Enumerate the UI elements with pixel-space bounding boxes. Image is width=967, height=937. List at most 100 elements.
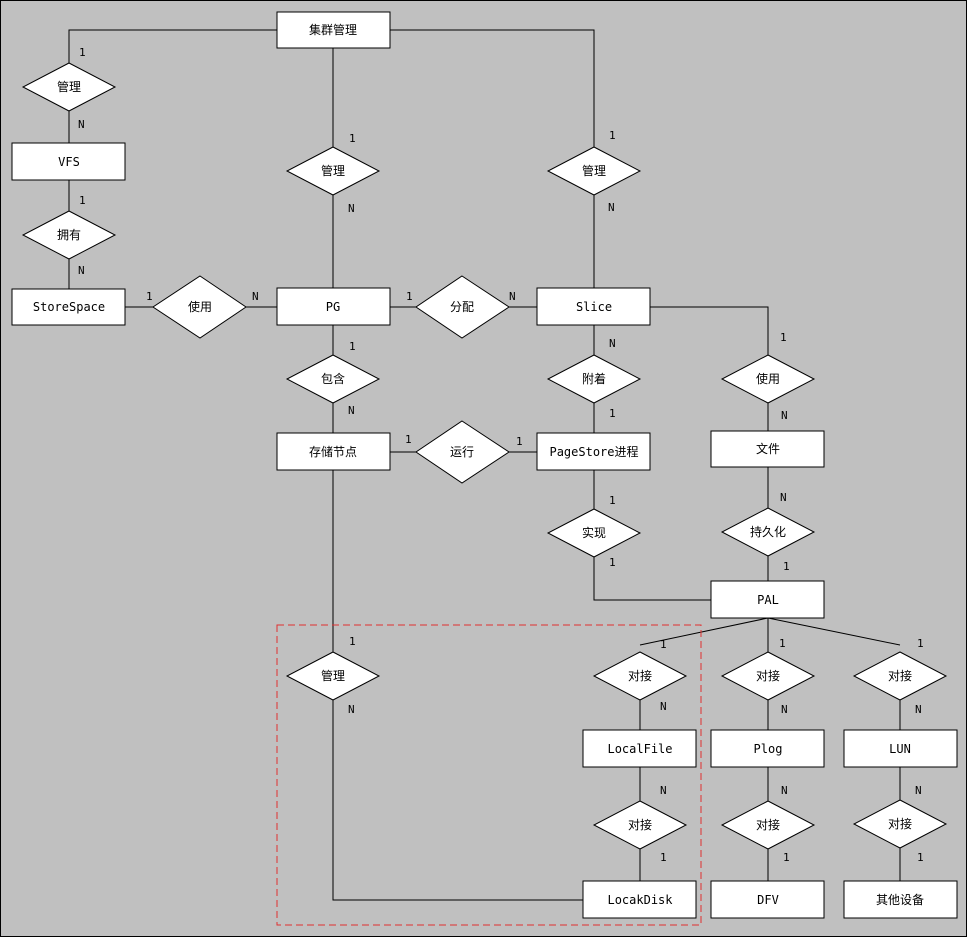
- relationship-pg-slice: 分配: [415, 275, 510, 339]
- relationship-pal-localfile: 对接: [592, 651, 688, 701]
- relationship-file-pal: 持久化: [720, 507, 816, 557]
- relationship-label: 附着: [582, 371, 606, 386]
- entity-dfv: DFV: [710, 880, 825, 919]
- relationship-label: 持久化: [750, 524, 786, 539]
- relationship-pg-node: 包含: [285, 354, 381, 404]
- cardinality-label: 1: [609, 556, 616, 569]
- entity-label: Plog: [754, 742, 783, 756]
- relationship-label: 对接: [888, 668, 912, 683]
- relationship-node-pagestore: 运行: [415, 420, 510, 484]
- entity-label: PAL: [757, 593, 779, 607]
- cardinality-label: 1: [917, 637, 924, 650]
- cardinality-label: 1: [146, 290, 153, 303]
- cardinality-label: N: [660, 784, 667, 797]
- entity-label: 其他设备: [876, 893, 924, 907]
- entity-label: LUN: [889, 742, 911, 756]
- entity-slice: Slice: [536, 287, 651, 326]
- cardinality-label: N: [252, 290, 259, 303]
- cardinality-label: 1: [660, 638, 667, 651]
- cardinality-label: N: [348, 202, 355, 215]
- relationship-cluster-vfs: 管理: [21, 62, 117, 112]
- entity-storespace: StoreSpace: [11, 288, 126, 326]
- relationship-localfile-localdisk: 对接: [592, 800, 688, 850]
- relationship-label: 使用: [756, 371, 780, 386]
- cardinality-label: N: [348, 404, 355, 417]
- relationship-label: 分配: [450, 300, 474, 314]
- entity-label: DFV: [757, 893, 779, 907]
- entity-label: 集群管理: [309, 22, 357, 37]
- cardinality-label: 1: [609, 494, 616, 507]
- cardinality-label: N: [780, 491, 787, 504]
- relationship-label: 对接: [628, 817, 652, 832]
- cardinality-label: N: [348, 703, 355, 716]
- relationship-label: 管理: [582, 163, 606, 178]
- relationship-storespace-pg: 使用: [152, 275, 247, 339]
- relationship-label: 对接: [756, 668, 780, 683]
- relationship-label: 管理: [321, 668, 345, 683]
- entity-pal: PAL: [710, 580, 825, 619]
- relationship-cluster-slice: 管理: [546, 146, 642, 196]
- entity-lun: LUN: [843, 729, 958, 768]
- relationship-label: 拥有: [57, 228, 81, 242]
- cardinality-label: 1: [516, 435, 523, 448]
- relationship-pagestore-pal: 实现: [546, 508, 642, 558]
- relationship-label: 管理: [321, 163, 345, 178]
- relationship-slice-pagestore: 附着: [546, 354, 642, 404]
- relationship-pal-lun: 对接: [852, 651, 948, 701]
- relationship-plog-dfv: 对接: [720, 800, 816, 850]
- relationship-cluster-pg: 管理: [285, 146, 381, 196]
- entity-label: 存储节点: [309, 444, 357, 459]
- cardinality-label: 1: [349, 132, 356, 145]
- relationship-lun-other: 对接: [852, 799, 948, 849]
- cardinality-label: N: [781, 784, 788, 797]
- cardinality-label: N: [781, 703, 788, 716]
- cardinality-label: 1: [349, 340, 356, 353]
- entity-cluster-management: 集群管理: [276, 11, 391, 49]
- cardinality-label: 1: [79, 46, 86, 59]
- entity-label: 文件: [756, 441, 780, 456]
- relationship-label: 实现: [582, 525, 606, 540]
- entity-label: VFS: [58, 155, 80, 169]
- relationship-label: 对接: [756, 817, 780, 832]
- entity-pg: PG: [276, 287, 391, 326]
- entity-storage-node: 存储节点: [276, 432, 391, 471]
- relationship-slice-file: 使用: [720, 354, 816, 404]
- cardinality-label: 1: [780, 331, 787, 344]
- entity-label: LocalFile: [607, 742, 672, 756]
- relationship-pal-plog: 对接: [720, 651, 816, 701]
- relationship-vfs-storespace: 拥有: [21, 210, 117, 260]
- relationship-label: 管理: [57, 79, 81, 94]
- cardinality-label: 1: [79, 194, 86, 207]
- relationship-label: 对接: [888, 816, 912, 831]
- cardinality-label: 1: [660, 851, 667, 864]
- entity-pagestore: PageStore进程: [536, 432, 651, 471]
- relationship-label: 运行: [450, 445, 474, 459]
- connector-lines: [68, 29, 901, 901]
- cardinality-label: N: [608, 201, 615, 214]
- cardinality-labels: 1 N 1 N 1 N 1 N 1 N 1 N 1 N N 1 1 N 1 1 …: [78, 46, 924, 864]
- cardinality-label: 1: [406, 290, 413, 303]
- cardinality-label: 1: [779, 637, 786, 650]
- entity-label: StoreSpace: [33, 300, 105, 314]
- highlighted-region: [276, 624, 702, 926]
- relationship-label: 包含: [321, 371, 345, 386]
- entity-label: LocakDisk: [607, 893, 673, 907]
- cardinality-label: 1: [783, 560, 790, 573]
- cardinality-label: 1: [917, 851, 924, 864]
- entity-label: PG: [326, 300, 340, 314]
- cardinality-label: N: [781, 409, 788, 422]
- entity-label: PageStore进程: [549, 444, 638, 459]
- relationship-node-localdisk: 管理: [285, 651, 381, 701]
- cardinality-label: N: [660, 700, 667, 713]
- entity-vfs: VFS: [11, 142, 126, 181]
- cardinality-label: 1: [405, 433, 412, 446]
- cardinality-label: N: [509, 290, 516, 303]
- entity-localdisk: LocakDisk: [582, 880, 697, 919]
- cardinality-label: N: [915, 703, 922, 716]
- entity-localfile: LocalFile: [582, 729, 697, 768]
- relationship-label: 对接: [628, 668, 652, 683]
- entity-file: 文件: [710, 430, 825, 468]
- entity-other-device: 其他设备: [843, 880, 958, 919]
- cardinality-label: N: [78, 118, 85, 131]
